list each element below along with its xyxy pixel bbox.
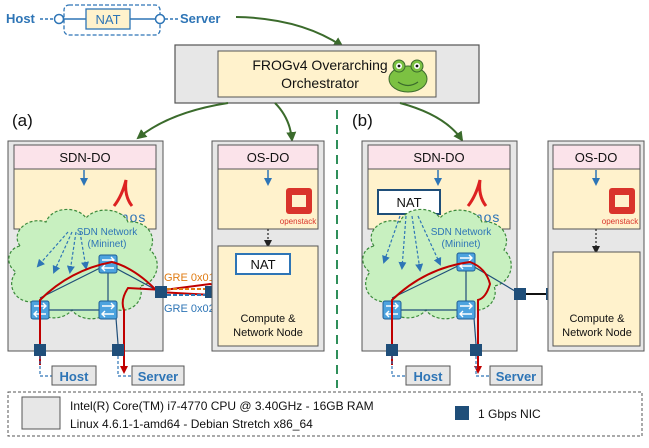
panel-b-compute-node [552,251,641,347]
chain-host-label: Host [6,11,36,26]
legend-cpu-line2: Linux 4.6.1-1-amd64 - Debian Stretch x86… [70,417,313,431]
frog-logo-icon [388,59,428,93]
panel-b-host-box [405,365,451,386]
panel-a-openstack-label: openstack [280,217,317,226]
openstack-logo-icon [286,188,312,214]
panel-a-sdn-network-line2: (Mininet) [88,239,127,250]
panel-b-compute-line2: Network Node [562,327,632,339]
onos-logo-icon [466,179,488,207]
panel-a: (a) SDN-DO onos SDN Network (Mininet) [7,111,325,386]
panel-b: (b) SDN-DO NAT onos SDN Network (Mininet… [352,111,645,386]
panel-a-server-label: Server [138,369,178,384]
panel-b-host-nic [386,344,398,356]
panel-a-nat-label: NAT [250,257,275,272]
panel-b-nat-label: NAT [396,195,421,210]
panel-b-server-box [489,365,543,386]
chain-nat-label: NAT [95,12,120,27]
panel-b-sdndo-header [367,144,511,170]
onos-logo-icon [112,179,134,207]
panel-b-traffic-path [391,260,492,374]
chain-to-orchestrator-arrow [235,16,344,48]
panel-b-compute-line1: Compute & [569,313,625,325]
panel-a-osdo-label: OS-DO [247,150,290,165]
panel-a-control-arrows [36,231,89,274]
panel-b-host-label: Host [414,369,444,384]
panel-a-tag: (a) [12,111,33,130]
orch-to-sdndo-a-arrow [136,102,229,140]
panel-b-nat-app [377,189,441,215]
panel-b-server-label: Server [496,369,536,384]
legend-cpu-line1: Intel(R) Core(TM) i7-4770 CPU @ 3.40GHz … [70,399,374,413]
panel-a-nat-vnf [235,253,291,275]
panel-a-host-nic [34,344,46,356]
legend-frame [7,391,643,437]
chain-port-right [154,13,166,25]
chain-server-label: Server [180,11,220,26]
panel-a-switch-right [98,300,118,320]
panel-b-tag: (b) [352,111,373,130]
legend-host-swatch [21,396,61,430]
panel-a-server-nic [112,344,124,356]
orchestrator-line1: FROGv4 Overarching [252,57,387,73]
legend-nic-swatch [455,406,469,420]
panel-a-osdo-header [217,144,319,170]
chain-port-left [53,13,65,25]
panel-b-osdo-label: OS-DO [575,150,618,165]
panel-b-control-arrows [382,215,442,272]
panel-a-compute-line2: Network Node [233,327,303,339]
panel-b-openstack-label: openstack [602,217,639,226]
panel-a-sdn-nic [155,286,167,298]
panel-a-sdndo-label: SDN-DO [59,150,110,165]
panel-b-sdndo-label: SDN-DO [413,150,464,165]
panel-a-compute-line1: Compute & [240,313,296,325]
panel-a-gre2-label: GRE 0x02 [164,303,215,315]
orchestrator-block: FROGv4 Overarching Orchestrator [174,44,480,104]
service-chain: Host NAT Server [6,4,344,48]
panel-a-host-label: Host [60,369,90,384]
panel-a-host-box [51,365,97,386]
panel-b-server-nic [470,344,482,356]
openstack-logo-icon [609,188,635,214]
panel-b-sdn-network-line2: (Mininet) [442,239,481,250]
panel-b-sdn-network-line1: SDN Network [431,227,493,238]
legend-nic-label: 1 Gbps NIC [478,407,541,421]
panel-a-sdndo-header [13,144,157,170]
orchestrator-line2: Orchestrator [281,75,359,91]
panel-b-osdo-header [552,144,641,170]
panel-a-server-box [131,365,185,386]
orch-to-sdndo-b-arrow [399,102,464,142]
panel-b-switch-right [456,300,476,320]
panel-a-gre1-label: GRE 0x01 [164,272,215,284]
legend: Intel(R) Core(TM) i7-4770 CPU @ 3.40GHz … [7,391,643,437]
orch-to-osdo-a-arrow [274,102,297,142]
panel-a-sdn-network-line1: SDN Network [77,227,139,238]
panel-b-sdn-nic [514,288,526,300]
